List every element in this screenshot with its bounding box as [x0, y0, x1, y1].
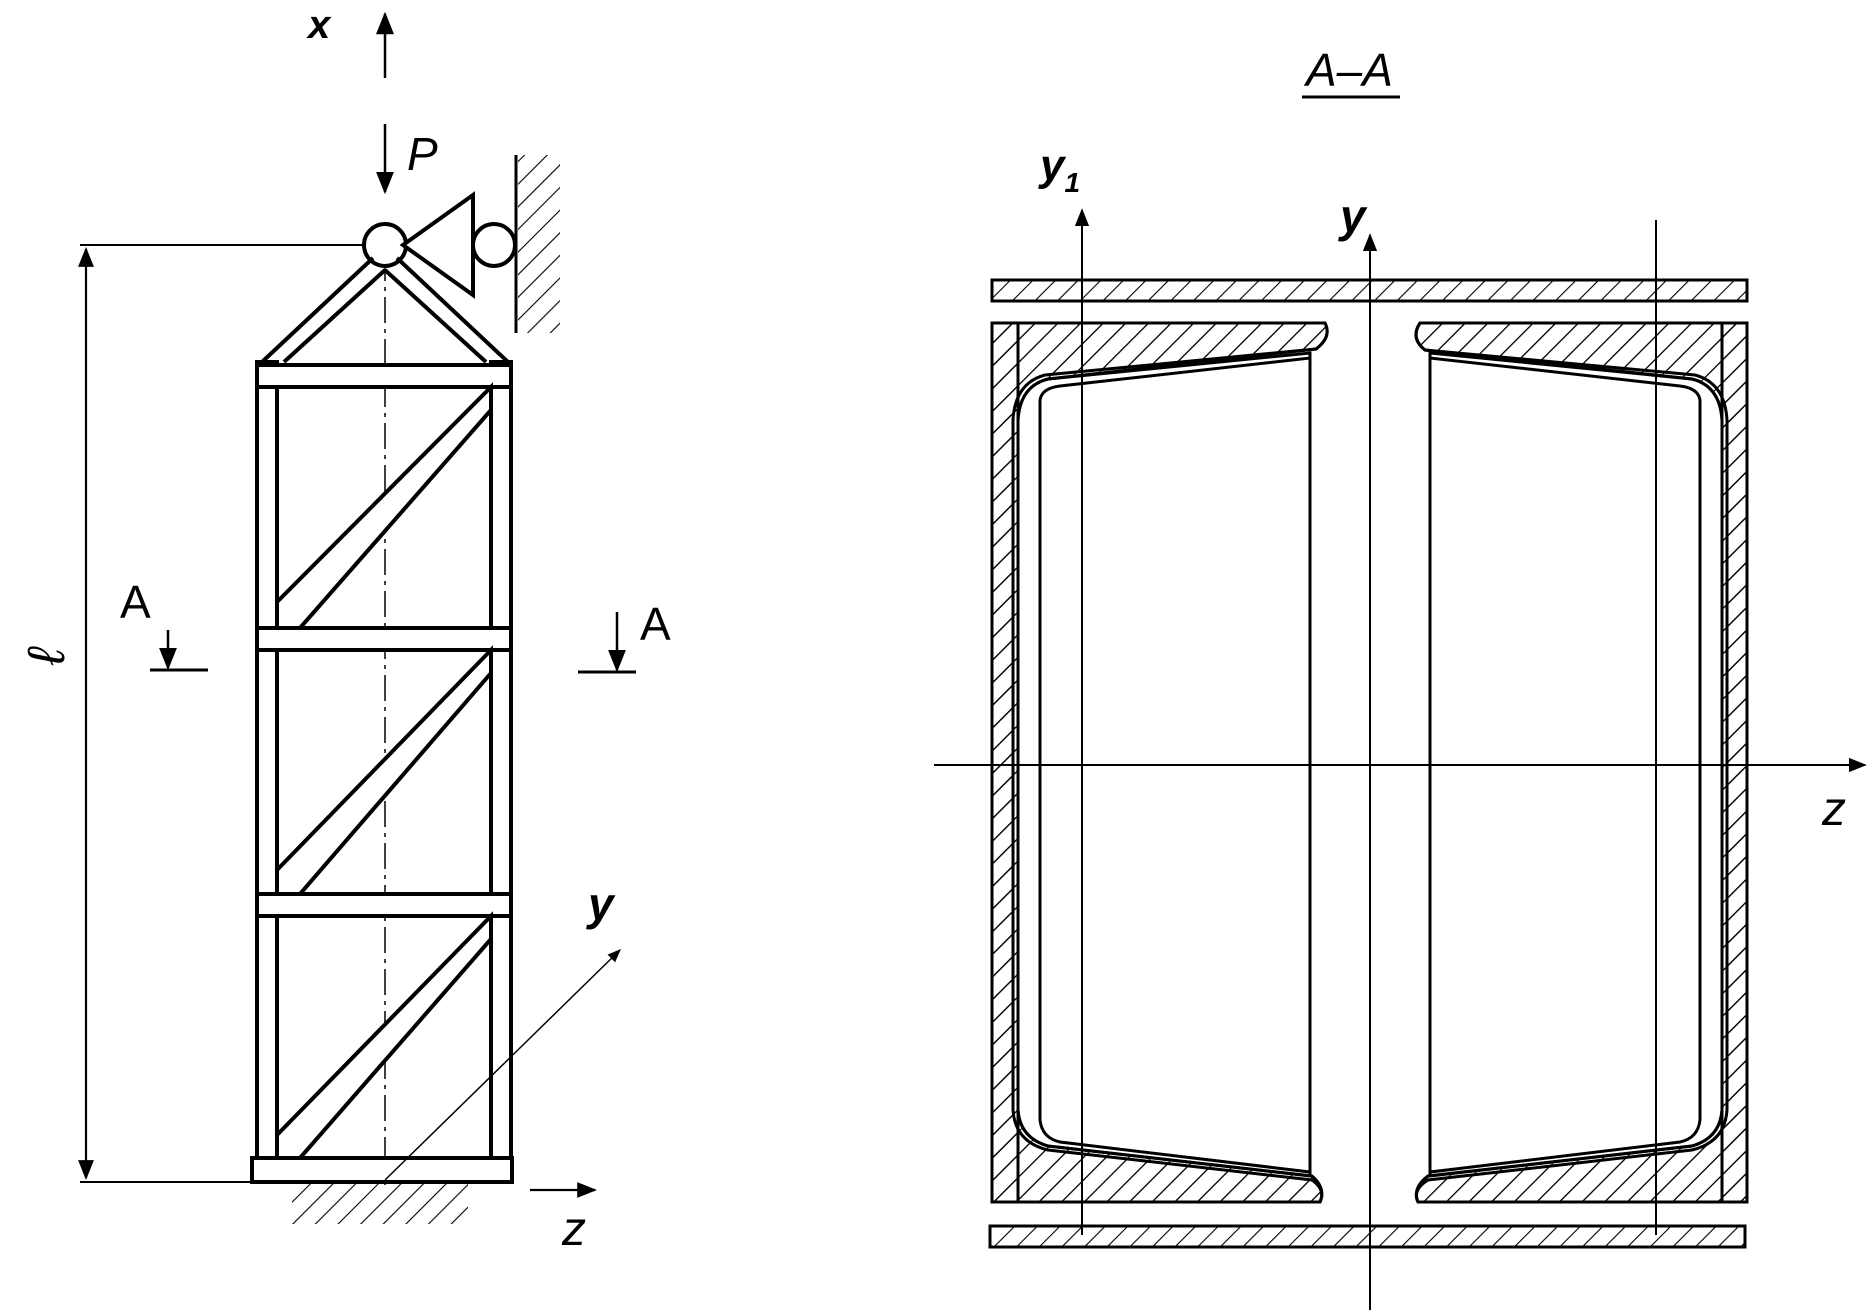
diagonal-3	[275, 911, 493, 1160]
diagonal-2	[275, 645, 493, 896]
y-axis-label-left: y	[586, 878, 616, 930]
y-axis-diagonal	[384, 949, 621, 1181]
bottom-plate	[988, 1224, 1747, 1249]
section-label-right: A	[640, 598, 671, 650]
x-axis-label: x	[306, 3, 332, 47]
y1-axis-label: y1	[1038, 141, 1080, 198]
truss-column-view	[78, 11, 636, 1224]
roller-support	[399, 191, 475, 299]
batten-2	[255, 626, 513, 652]
diagonal-1	[275, 382, 493, 630]
cross-section-view	[988, 278, 1749, 1249]
wall-hatch	[518, 155, 560, 333]
batten-top	[255, 363, 513, 389]
ground-hatch	[292, 1184, 468, 1224]
left-chord	[255, 360, 279, 1184]
load-label: P	[407, 128, 438, 180]
section-title: A–A	[1303, 44, 1393, 96]
batten-bottom	[250, 1156, 514, 1184]
section-label-left: A	[120, 576, 151, 628]
batten-3	[255, 892, 513, 918]
y-axis-label-section: y	[1338, 190, 1368, 242]
length-label: ℓ	[18, 646, 76, 666]
z-axis-label-section: z	[1821, 783, 1846, 836]
z-axis-label-left: z	[561, 1203, 586, 1256]
roller	[471, 222, 517, 268]
